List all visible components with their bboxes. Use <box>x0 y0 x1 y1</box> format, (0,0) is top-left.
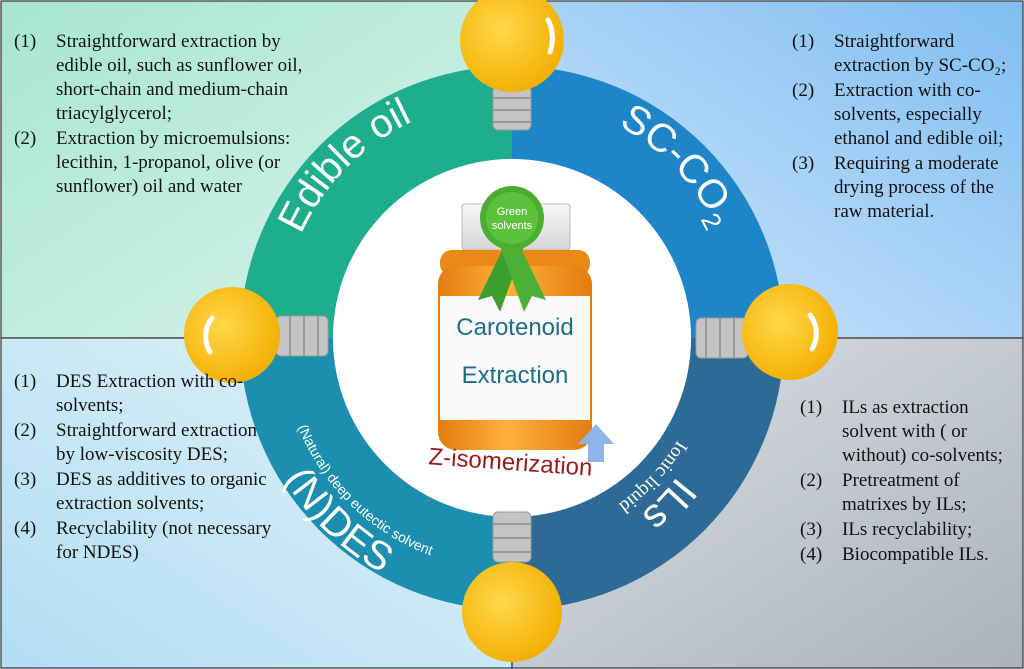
list-item: (4)Biocompatible ILs. <box>800 544 989 565</box>
list-item: (4)Recyclability (not necessary for NDES… <box>14 518 272 563</box>
badge-label-line2: solvents <box>492 220 533 232</box>
lightbulb-icon-right <box>695 284 838 380</box>
green-solvents-badge <box>480 186 544 250</box>
sc-co2-description: (1)Straightforward extraction by SC-CO₂;… <box>792 30 1014 225</box>
lightbulb-icon-left <box>184 287 329 383</box>
ring-segment-ndes <box>240 338 512 610</box>
ribbon-icon <box>478 238 546 312</box>
list-item: (1)Straightforward extraction by edible … <box>14 31 303 124</box>
list-item: (1)ILs as extraction solvent with ( or w… <box>800 397 1003 466</box>
list-item: (2)Extraction with co-solvents, especial… <box>792 80 1004 149</box>
ndes-description: (1)DES Extraction with co-solvents; (2)S… <box>14 370 274 566</box>
bottle-label-line2: Extraction <box>462 362 569 389</box>
up-arrow-icon <box>578 424 614 462</box>
list-item: (1)Straightforward extraction by SC-CO₂; <box>792 31 1007 76</box>
lightbulb-icon-bottom <box>462 511 562 662</box>
list-item: (3)ILs recyclability; <box>800 519 973 540</box>
ring-segment-edible-oil <box>240 66 512 338</box>
badge-label-line1: Green <box>497 206 528 218</box>
ring-segment-ils <box>512 338 784 610</box>
list-item: (2)Extraction by microemulsions: lecithi… <box>14 128 291 197</box>
list-item: (1)DES Extraction with co-solvents; <box>14 371 244 416</box>
list-item: (2)Pretreatment of matrixes by ILs; <box>800 470 967 515</box>
ring-segment-sc-co2 <box>512 66 784 338</box>
lightbulb-icon-top <box>460 0 564 131</box>
bottle-label-line1: Carotenoid <box>456 314 573 341</box>
edible-oil-description: (1)Straightforward extraction by edible … <box>14 30 304 200</box>
list-item: (2)Straightforward extraction by low-vis… <box>14 420 258 465</box>
ils-description: (1)ILs as extraction solvent with ( or w… <box>800 396 1018 568</box>
list-item: (3)Requiring a moderate drying process o… <box>792 153 999 222</box>
list-item: (3)DES as additives to organic extractio… <box>14 469 267 514</box>
